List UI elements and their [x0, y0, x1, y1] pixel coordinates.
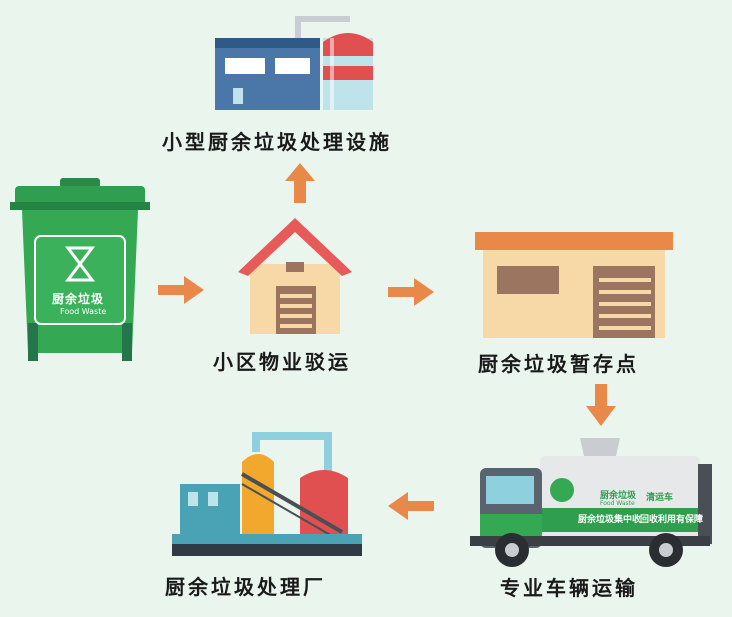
- arrow-right-icon-2: [388, 278, 434, 306]
- food-waste-bin-illustration: [10, 178, 150, 361]
- label-truck-transport: 专业车辆运输: [500, 576, 638, 600]
- label-processing-plant: 厨余垃圾处理厂: [165, 575, 326, 599]
- community-house-illustration: [238, 218, 352, 334]
- label-temp-storage: 厨余垃圾暂存点: [478, 352, 639, 376]
- arrow-down-icon: [586, 384, 616, 426]
- arrow-right-icon-1: [158, 276, 204, 304]
- truck-brand-sub: Food Waste: [600, 500, 635, 507]
- truck-illustration: [470, 438, 712, 567]
- bin-subtitle: Food Waste: [60, 307, 107, 316]
- bin-title: 厨余垃圾: [52, 292, 105, 306]
- small-facility-illustration: [215, 16, 373, 110]
- processing-plant-illustration: [172, 432, 362, 556]
- temp-storage-illustration: [475, 232, 673, 338]
- truck-banner-right: 回收利用有保障: [640, 515, 704, 525]
- arrow-left-icon: [388, 492, 434, 520]
- truck-tag: 清运车: [646, 493, 674, 503]
- arrow-up-icon: [285, 163, 315, 203]
- label-small-facility: 小型厨余垃圾处理设施: [162, 130, 392, 154]
- label-community-transfer: 小区物业驳运: [213, 350, 351, 374]
- truck-brand-title: 厨余垃圾: [600, 491, 637, 501]
- truck-banner-left: 厨余垃圾集中收: [578, 515, 642, 525]
